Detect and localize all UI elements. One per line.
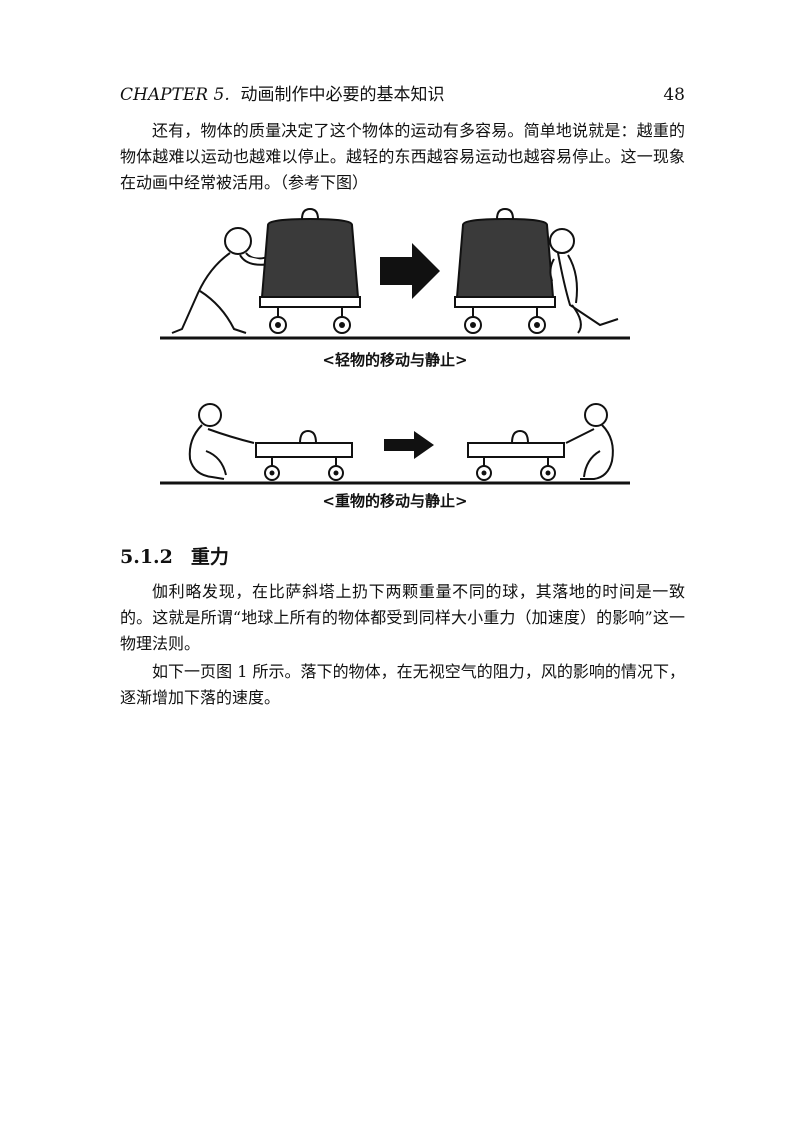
heavy-object-illustration <box>160 403 630 485</box>
light-object-illustration <box>160 207 630 340</box>
page-number: 48 <box>663 85 685 105</box>
section-title: 重力 <box>190 546 229 568</box>
section-heading: 5.1.2 重力 <box>120 542 229 569</box>
pushing-person-figure <box>171 227 277 334</box>
chapter-label: CHAPTER 5. <box>120 85 230 105</box>
figure-light-object: <轻物的移动与静止> <box>150 205 640 375</box>
right-arrow-icon <box>380 243 440 299</box>
flat-cart-left <box>255 429 353 481</box>
running-header: CHAPTER 5. 动画制作中必要的基本知识 48 <box>120 80 685 105</box>
figure-caption-heavy: <重物的移动与静止> <box>322 492 468 510</box>
figure-heavy-object: <重物的移动与静止> <box>150 395 640 515</box>
figure-caption-light: <轻物的移动与静止> <box>322 351 468 369</box>
paragraph-mass: 还有，物体的质量决定了这个物体的运动有多容易。简单地说就是：越重的物体越难以运动… <box>120 121 685 192</box>
paragraph-galileo: 伽利略发现，在比萨斜塔上扔下两颗重量不同的球，其落地的时间是一致的。这就是所谓“… <box>120 582 685 653</box>
braking-person-figure <box>549 228 619 334</box>
crouching-stopper-figure <box>565 403 614 480</box>
chapter-heading: CHAPTER 5. 动画制作中必要的基本知识 <box>120 80 445 105</box>
crouching-pusher-figure <box>188 403 255 480</box>
flat-cart-right <box>467 429 565 481</box>
paragraph-falling: 如下一页图 1 所示。落下的物体，在无视空气的阻力，风的影响的情况下，逐渐增加下… <box>120 662 685 707</box>
cart-left <box>259 207 361 334</box>
chapter-title: 动画制作中必要的基本知识 <box>240 85 445 105</box>
small-right-arrow-icon <box>384 431 434 459</box>
section-number: 5.1.2 <box>120 546 173 568</box>
cart-right <box>454 207 556 334</box>
